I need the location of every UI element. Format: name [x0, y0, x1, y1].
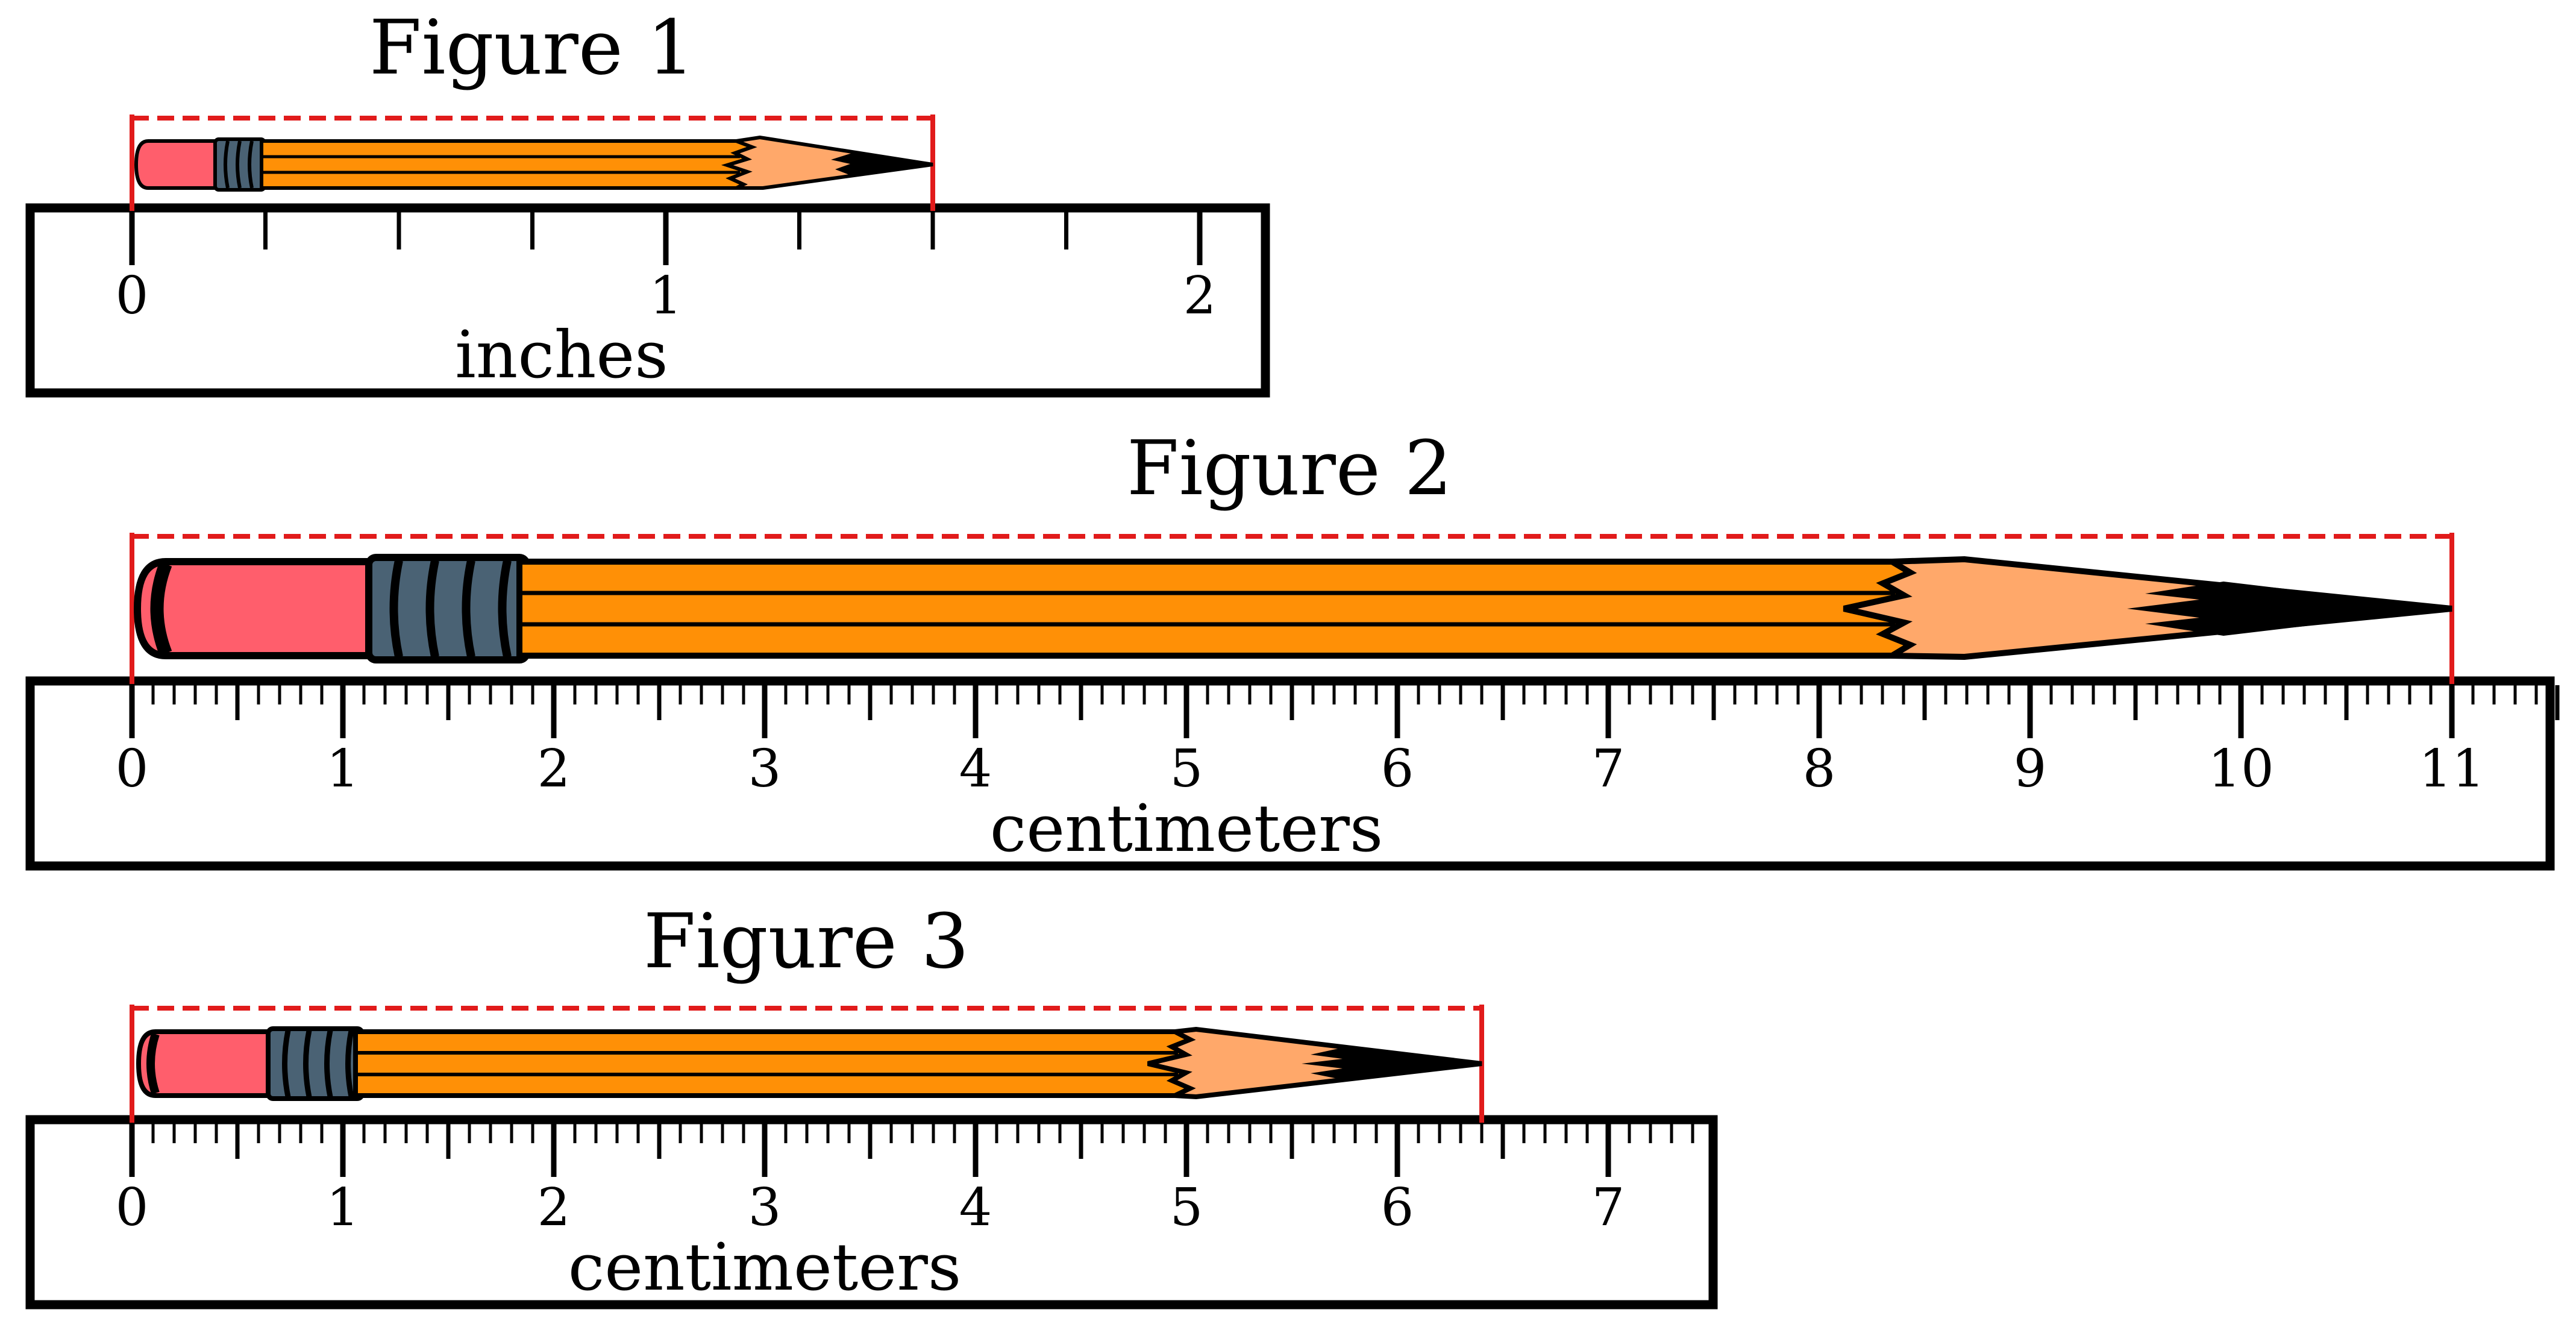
pencil-1-body: [260, 139, 757, 190]
pencil-1-eraser: [134, 139, 221, 190]
figure-3-tick-label-0: 0: [116, 1178, 149, 1238]
figure-2-tick-label-0: 0: [116, 739, 149, 799]
figure-2-unit-label: centimeters: [990, 791, 1384, 867]
pencil-2-eraser: [133, 558, 380, 659]
figure-3-tick-label-5: 5: [1170, 1178, 1203, 1238]
figure-2-ticks: [129, 685, 2560, 738]
figure-2-tick-label-5: 5: [1170, 739, 1203, 799]
figure-3: Figure 3 0 1 2 3 4 5 6 7 centimeters: [25, 898, 1718, 1310]
figure-1-tick-label-2: 2: [1183, 266, 1217, 326]
figure-2: Figure 2 0 1 2 3 4 5 6 7 8 9 10 11 centi…: [25, 425, 2560, 871]
pencil-2-body: [516, 559, 1917, 659]
figure-2-tick-label-10: 10: [2208, 739, 2274, 799]
figure-1-pencil: [134, 135, 933, 192]
figure-3-pencil: [136, 1026, 1482, 1101]
figure-3-title: Figure 3: [644, 898, 969, 985]
figure-1-ticks: [129, 212, 1203, 265]
figure-3-tick-label-4: 4: [959, 1178, 992, 1238]
figure-2-tick-label-9: 9: [2014, 739, 2047, 799]
figure-2-tick-label-4: 4: [959, 739, 992, 799]
figure-2-tick-label-1: 1: [327, 739, 360, 799]
figure-2-tick-label-7: 7: [1592, 739, 1625, 799]
figure-3-ticks: [129, 1124, 1716, 1177]
figure-1-title: Figure 1: [369, 4, 695, 92]
pencil-3-eraser: [136, 1029, 277, 1098]
figure-3-tick-label-2: 2: [537, 1178, 571, 1238]
figure-1: Figure 1 0 1 2 inches: [25, 4, 1270, 398]
figure-1-tick-label-1: 1: [650, 266, 683, 326]
figure-2-tick-label-8: 8: [1803, 739, 1836, 799]
pencil-1-lead: [831, 152, 933, 177]
pencil-3-lead: [1302, 1047, 1482, 1081]
pencil-2-lead: [2127, 582, 2452, 636]
figure-1-ruler: [25, 203, 1270, 398]
figure-2-title: Figure 2: [1127, 425, 1452, 512]
figure-2-tick-label-3: 3: [748, 739, 782, 799]
figure-3-tick-label-3: 3: [748, 1178, 782, 1238]
figure-3-tick-label-7: 7: [1592, 1178, 1625, 1238]
figure-3-tick-label-6: 6: [1381, 1178, 1414, 1238]
figure-1-unit-label: inches: [455, 318, 668, 393]
figure-2-tick-label-6: 6: [1381, 739, 1414, 799]
figure-1-tick-label-0: 0: [116, 266, 149, 326]
figure-3-tick-label-1: 1: [327, 1178, 360, 1238]
figure-2-pencil: [133, 554, 2452, 663]
figure-3-unit-label: centimeters: [568, 1230, 962, 1305]
pencil-3-body: [353, 1029, 1196, 1098]
figure-2-tick-label-2: 2: [537, 739, 571, 799]
figure-2-tick-label-11: 11: [2419, 739, 2484, 799]
